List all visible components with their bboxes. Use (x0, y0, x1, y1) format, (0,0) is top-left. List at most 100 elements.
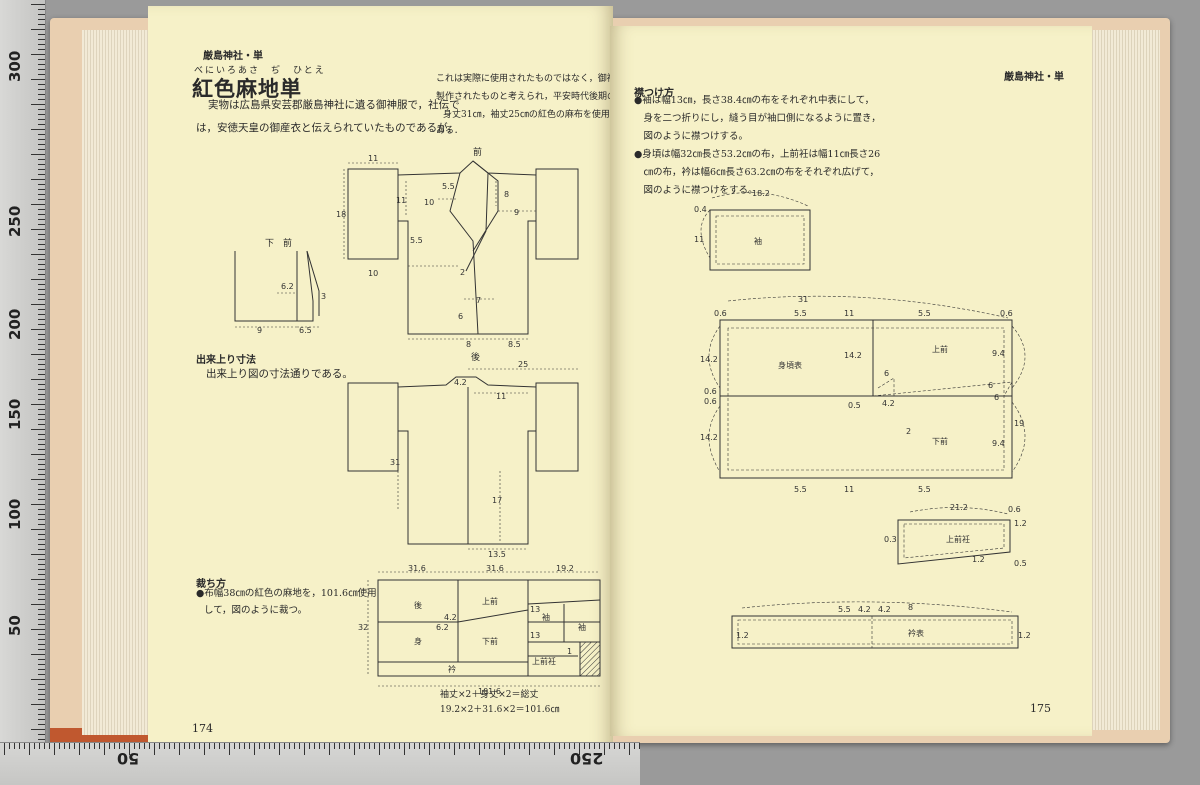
body-dim-6a: 6 (988, 381, 993, 390)
ruler-tick (554, 743, 555, 755)
cut-dim-4-2: 4.2 (444, 613, 457, 622)
cut-dim-6-2: 6.2 (436, 623, 449, 632)
ruler-tick (249, 743, 250, 749)
ruler-tick (38, 564, 45, 565)
back-dim-17: 17 (492, 496, 502, 505)
ruler-tick (31, 529, 45, 530)
body-dim-0-5: 0.5 (848, 401, 861, 410)
ruler-tick (31, 554, 45, 555)
cut-label-shitamae: 下前 (482, 636, 498, 646)
okumi-dim-1-2: 1.2 (1014, 519, 1027, 528)
okumi-label: 上前衽 (946, 534, 970, 544)
body-dim-0-6b: 0.6 (1000, 309, 1013, 318)
ruler-tick (31, 629, 45, 630)
front-dim-8-5: 8.5 (508, 340, 521, 349)
ruler-tick (38, 389, 45, 390)
ruler-tick (259, 743, 260, 749)
ruler-tick (38, 434, 45, 435)
ruler-tick (38, 44, 45, 45)
ruler-tick (38, 224, 45, 225)
ruler-tick (31, 229, 45, 230)
dekiagari-text: 出来上り図の寸法通りである。 (206, 368, 353, 380)
ruler-tick (319, 743, 320, 749)
ruler-tick (564, 743, 565, 749)
ruler-tick (38, 444, 45, 445)
ruler-tick (334, 743, 335, 749)
sleeve-dim-18-2: 18.2 (752, 189, 770, 198)
eri-line-2: 身を二つ折りにし，縫う目が袖口側になるように置き， (634, 113, 881, 124)
ruler-tick (94, 743, 95, 749)
ruler-tick (384, 743, 385, 749)
okumi-dim-0-5: 0.5 (1014, 559, 1027, 568)
ruler-tick (38, 219, 45, 220)
ruler-tick (31, 679, 45, 680)
eri-line-5: ㎝の布，衿は幅6㎝長さ63.2㎝の布をそれぞれ広げて， (634, 167, 880, 178)
ruler-tick (489, 743, 490, 749)
ruler-tick (38, 144, 45, 145)
front-dim-5-5b: 5.5 (410, 236, 423, 245)
ruler-tick (19, 743, 20, 749)
ruler-tick (38, 169, 45, 170)
cutting-layout-diagram: 31.6 31.6 19.2 32 101.6 4.2 6.2 後 身 上前 下… (358, 564, 601, 696)
ruler-tick (38, 164, 45, 165)
front-dim-7: 7 (476, 296, 481, 305)
ruler-tick (38, 294, 45, 295)
ruler-tick (31, 254, 45, 255)
ruler-tick (38, 734, 45, 735)
ruler-tick (539, 743, 540, 749)
ruler-tick (409, 743, 410, 749)
ruler-tick (344, 743, 345, 749)
ruler-tick (69, 743, 70, 749)
front-dim-10b: 10 (368, 269, 378, 278)
okumi-dim-21-2: 21.2 (950, 503, 968, 512)
ruler-tick (31, 179, 45, 180)
left-running-header: 厳島神社・単 (203, 51, 263, 62)
ruler-tick (584, 743, 585, 749)
body-dim-14-2c: 14.2 (700, 433, 718, 442)
ruler-tick (434, 743, 435, 749)
ruler-tick (38, 739, 45, 740)
cut-label-eri: 衿 (448, 664, 456, 674)
ruler-tick (38, 589, 45, 590)
ruler-tick (38, 69, 45, 70)
ruler-tick (38, 289, 45, 290)
ruler-tick (404, 743, 405, 755)
ruler-tick (31, 504, 45, 505)
ruler-tick (38, 689, 45, 690)
body-dim-5-5b: 5.5 (918, 309, 931, 318)
ruler-tick (38, 649, 45, 650)
back-dim-31: 31 (390, 458, 400, 467)
ruler-tick (184, 743, 185, 749)
ruler-tick (159, 743, 160, 749)
ruler-tick (634, 743, 635, 749)
ruler-tick (31, 329, 45, 330)
body-label-shitamae: 下前 (932, 436, 948, 446)
ruler-tick (38, 309, 45, 310)
ruler-tick (38, 64, 45, 65)
ruler-label-150: 150 (6, 398, 24, 430)
left-page: 厳島神社・単 べにいろあさ ぢ ひとえ 紅色麻地単 実物は広島県安芸郡厳島神社に… (148, 6, 679, 759)
ruler-tick (38, 594, 45, 595)
cut-dim-101-6: 101.6 (478, 687, 501, 696)
ruler-tick (38, 514, 45, 515)
ruler-tick (509, 743, 510, 749)
front-dim-9: 9 (514, 208, 519, 217)
body-dim-9-4b: 9.4 (992, 439, 1005, 448)
front-dim-18: 18 (336, 210, 346, 219)
ruler-tick (38, 94, 45, 95)
ruler-tick (494, 743, 495, 749)
ruler-tick (99, 743, 100, 749)
intro-line-2: は，安徳天皇の御産衣と伝えられていたものであるが， (196, 122, 458, 134)
ruler-tick (38, 159, 45, 160)
intro-right-line-3: 身丈31㎝，袖丈25㎝の紅色の麻布を使用して仕立てて (443, 110, 664, 120)
ruler-tick (38, 524, 45, 525)
intro-right-line-2: 製作されたものと考えられ，平安時代後期のものとされる． (436, 92, 680, 102)
back-dim-13-5: 13.5 (488, 550, 506, 559)
ruler-tick (134, 743, 135, 749)
ruler-tick (38, 559, 45, 560)
ruler-tick (38, 119, 45, 120)
ruler-tick (274, 743, 275, 749)
ruler-tick (109, 743, 110, 749)
ruler-tick (484, 743, 485, 749)
formula-line-2: 19.2×2＋31.6×2＝101.6㎝ (440, 705, 560, 715)
